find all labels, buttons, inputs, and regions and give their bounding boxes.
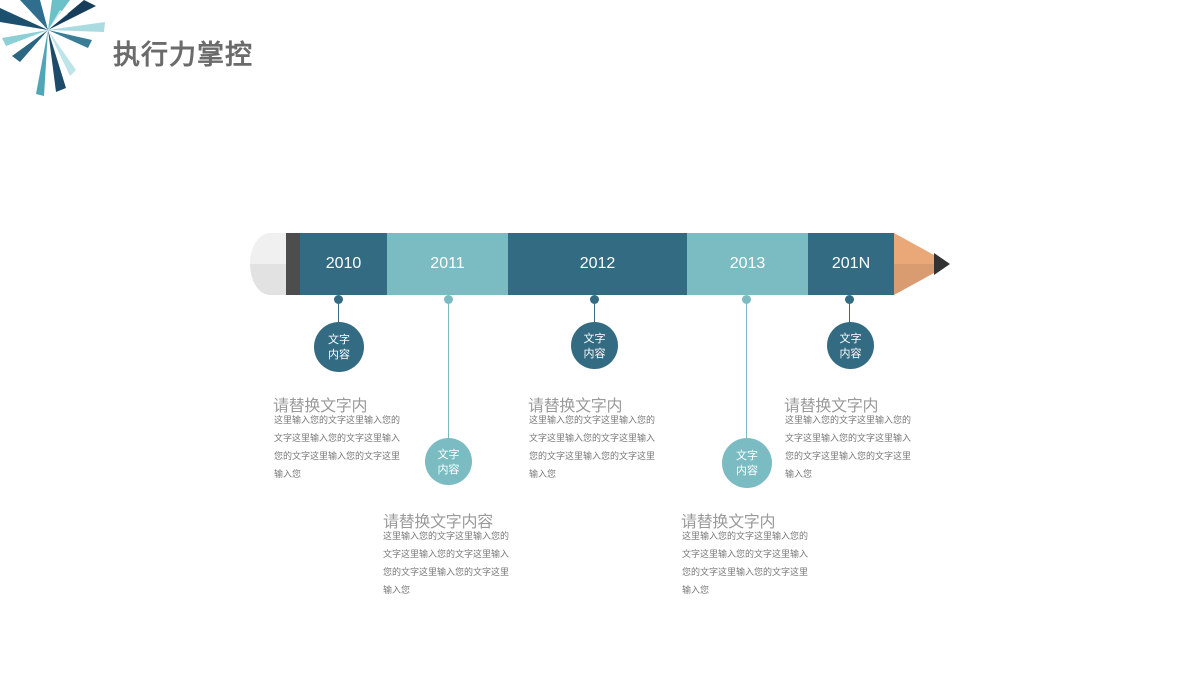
pencil-wood-top <box>894 233 934 264</box>
milestone-body: 这里输入您的文字这里输入您的文字这里输入您的文字这里输入您的文字这里输入您的文字… <box>383 532 510 596</box>
milestone-stem <box>594 303 595 323</box>
slide-title: 执行力掌控 <box>113 40 253 71</box>
milestone-stem <box>448 303 449 439</box>
milestone-body: 这里输入您的文字这里输入您的文字这里输入您的文字这里输入您的文字这里输入您的文字… <box>682 532 809 596</box>
milestone-dot <box>845 295 854 304</box>
milestone-circle-text: 文字 内容 <box>736 449 758 477</box>
year-label-2013: 2013 <box>729 255 766 272</box>
milestone-heading: 请替换文字内 <box>528 396 623 415</box>
pencil-ferrule <box>286 233 300 295</box>
segment-2012 <box>508 233 687 295</box>
milestone-stem <box>849 303 850 323</box>
milestone-dot <box>444 295 453 304</box>
segment-2010 <box>300 233 387 295</box>
milestone-stem <box>338 303 339 323</box>
milestone-circle: 文字 内容 <box>827 322 874 369</box>
milestone-heading: 请替换文字内 <box>784 396 879 415</box>
milestone-body: 这里输入您的文字这里输入您的文字这里输入您的文字这里输入您的文字这里输入您的文字… <box>785 416 912 480</box>
year-label-201N: 201N <box>831 255 871 272</box>
segment-2013 <box>687 233 808 295</box>
milestone-circle-text: 文字 内容 <box>583 331 606 360</box>
milestone-circle: 文字 内容 <box>571 322 618 369</box>
corner-burst-decoration <box>0 0 105 96</box>
year-label-2011: 2011 <box>430 255 465 272</box>
milestone-circle: 文字 内容 <box>425 438 472 485</box>
year-label-2010: 2010 <box>325 255 362 272</box>
segment-2011 <box>387 233 508 295</box>
milestone-dot <box>742 295 751 304</box>
year-label-2012: 2012 <box>579 255 616 272</box>
milestone-heading: 请替换文字内 <box>273 396 368 415</box>
milestone-heading: 请替换文字内 <box>681 512 776 531</box>
milestone-dot <box>590 295 599 304</box>
milestone-circle-text: 文字 内容 <box>328 333 350 361</box>
milestone-circle-text: 文字 内容 <box>437 447 460 476</box>
milestone-heading: 请替换文字内容 <box>383 512 493 531</box>
milestone-circle: 文字 内容 <box>722 438 772 488</box>
milestone-stem <box>746 303 747 439</box>
pencil-timeline-bar <box>250 233 950 295</box>
pencil-lead <box>934 253 950 275</box>
segment-201N <box>808 233 894 295</box>
milestone-circle-text: 文字 内容 <box>839 331 862 360</box>
milestone-body: 这里输入您的文字这里输入您的文字这里输入您的文字这里输入您的文字这里输入您的文字… <box>274 416 401 480</box>
milestone-circle: 文字 内容 <box>314 322 364 372</box>
milestone-dot <box>334 295 343 304</box>
pencil-wood-bottom <box>894 264 934 295</box>
milestone-body: 这里输入您的文字这里输入您的文字这里输入您的文字这里输入您的文字这里输入您的文字… <box>529 416 656 480</box>
